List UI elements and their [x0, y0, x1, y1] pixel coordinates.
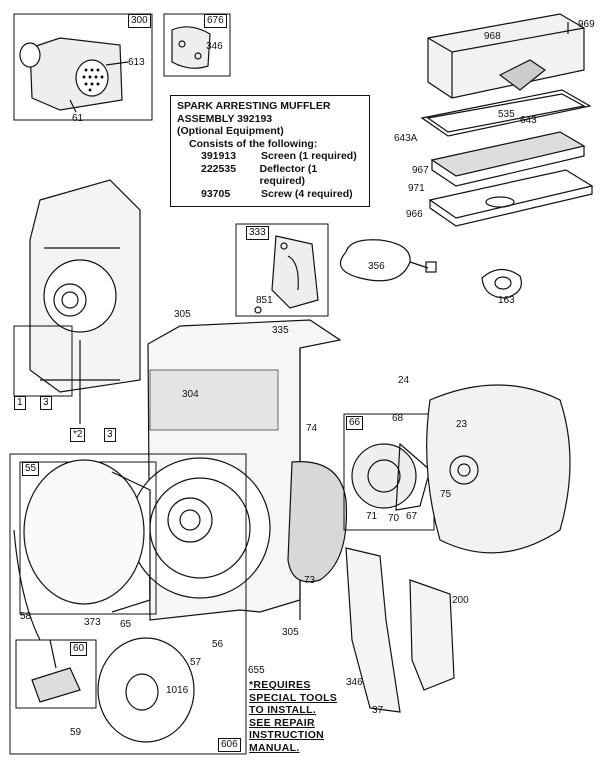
part-967-label: 967: [412, 165, 429, 176]
special-tools-notice: *REQUIRES SPECIAL TOOLS TO INSTALL. SEE …: [249, 679, 337, 754]
muffler-assembly-note: SPARK ARRESTING MUFFLER ASSEMBLY 392193 …: [170, 95, 370, 207]
notice-line: *REQUIRES: [249, 679, 311, 691]
cylinder-shield-drawing: [345, 547, 455, 713]
rewind-starter-drawing: [9, 453, 247, 755]
starter-handle-drawing: [15, 639, 97, 709]
notice-line: INSTRUCTION: [249, 729, 325, 741]
part-356-label: 356: [368, 261, 385, 272]
part-1-label: 1: [14, 396, 26, 410]
part-61-label: 61: [72, 113, 84, 124]
part-60-label: 60: [70, 642, 88, 656]
gasket-drawing: [481, 268, 522, 299]
notice-line: SEE REPAIR: [249, 716, 315, 729]
part-335-label: 335: [272, 325, 289, 336]
notice-line: MANUAL.: [249, 741, 300, 754]
part-71-label: 71: [366, 511, 378, 522]
part-73-label: 73: [304, 575, 316, 586]
part-676-label: 676: [204, 14, 227, 28]
part-851-label: 851: [256, 295, 273, 306]
part-74-label: 74: [306, 423, 318, 434]
part-23-label: 23: [456, 419, 468, 430]
part-535-label: 535: [498, 109, 515, 120]
part-68-label: 68: [392, 413, 404, 424]
part-67-label: 67: [406, 511, 418, 522]
part-66-label: 66: [346, 416, 364, 430]
part-613-label: 613: [128, 57, 145, 68]
muffler-drawing: [13, 13, 153, 121]
part-969-label: 969: [578, 19, 595, 30]
part-655-label: 655: [248, 665, 265, 676]
governor-bracket-drawing: [235, 223, 329, 317]
air-cleaner-drawing: [420, 13, 594, 227]
part-333-label: 333: [246, 226, 269, 240]
notice-line: SPECIAL TOOLS: [249, 691, 338, 704]
part-643-label: 643: [520, 115, 537, 126]
part-968-label: 968: [484, 31, 501, 42]
part-305-label: 305: [282, 627, 299, 638]
note-title-line1: SPARK ARRESTING MUFFLER: [177, 100, 331, 112]
part-606-label: 606: [218, 738, 241, 752]
notice-line: TO INSTALL.: [249, 704, 317, 716]
rotating-screen-drawing: [287, 461, 348, 583]
part-65-label: 65: [120, 619, 132, 630]
part-200-label: 200: [452, 595, 469, 606]
washer-1016-drawing: [97, 637, 195, 743]
part-304-label: 304: [182, 389, 199, 400]
part-3-label: 3: [40, 396, 52, 410]
part-56-label: 56: [212, 639, 224, 650]
part-2-label: *2: [70, 428, 86, 442]
part-346-label: 346: [206, 41, 223, 52]
part-163-label: 163: [498, 295, 515, 306]
part-305-label: 305: [174, 309, 191, 320]
flywheel-drawing: [426, 384, 571, 554]
part-373-label: 373: [84, 617, 101, 628]
deflector-drawing: [163, 13, 231, 77]
part-57-label: 57: [190, 657, 202, 668]
part-75-label: 75: [440, 489, 452, 500]
part-346-label: 346: [346, 677, 363, 688]
part-971-label: 971: [408, 183, 425, 194]
part-59-label: 59: [70, 727, 82, 738]
part-70-label: 70: [388, 513, 400, 524]
part-1016-label: 1016: [166, 685, 189, 696]
note-title-line3: (Optional Equipment): [177, 125, 284, 137]
note-consists: Consists of the following:: [189, 137, 318, 150]
note-title-line2: ASSEMBLY 392193: [177, 112, 273, 125]
part-55-label: 55: [22, 462, 40, 476]
ground-wire-drawing: [339, 239, 437, 282]
part-37-label: 37: [372, 705, 384, 716]
part-58-label: 58: [20, 611, 32, 622]
part-643A-label: 643A: [394, 133, 418, 144]
part-3-label: 3: [104, 428, 116, 442]
part-300-label: 300: [128, 14, 151, 28]
crankcase-drawing: [13, 179, 141, 424]
part-966-label: 966: [406, 209, 423, 220]
part-24-label: 24: [398, 375, 410, 386]
